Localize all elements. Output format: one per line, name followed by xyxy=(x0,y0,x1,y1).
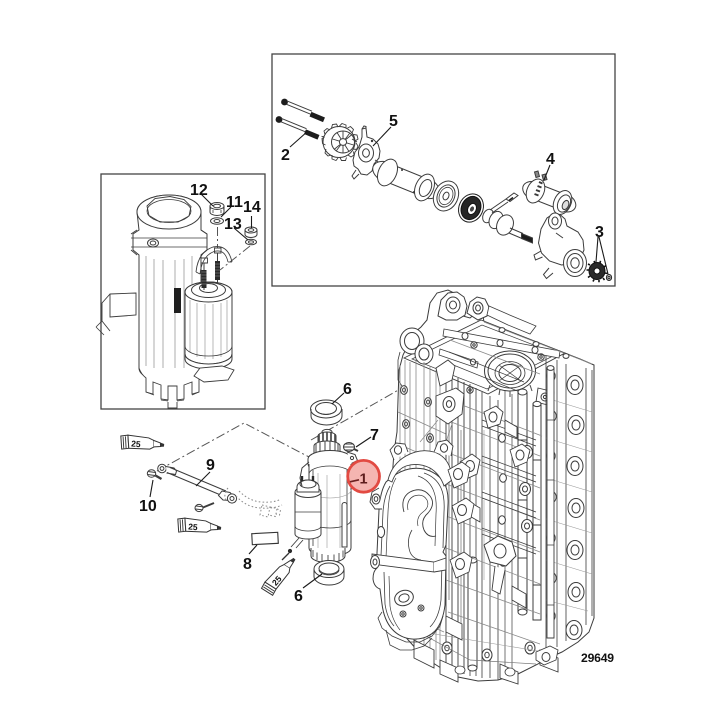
svg-text:6: 6 xyxy=(294,588,303,605)
svg-text:11: 11 xyxy=(226,194,243,211)
svg-text:9: 9 xyxy=(206,457,215,474)
svg-text:14: 14 xyxy=(243,199,261,216)
svg-text:10: 10 xyxy=(139,498,157,515)
svg-text:8: 8 xyxy=(243,556,252,573)
svg-text:13: 13 xyxy=(224,216,242,233)
svg-text:5: 5 xyxy=(389,113,398,130)
svg-text:2: 2 xyxy=(281,147,290,164)
svg-text:29649: 29649 xyxy=(581,651,614,665)
svg-text:7: 7 xyxy=(370,427,379,444)
svg-text:6: 6 xyxy=(343,381,352,398)
svg-text:12: 12 xyxy=(190,182,208,199)
svg-text:3: 3 xyxy=(595,224,604,241)
svg-text:1: 1 xyxy=(360,472,368,488)
svg-text:4: 4 xyxy=(546,151,555,168)
